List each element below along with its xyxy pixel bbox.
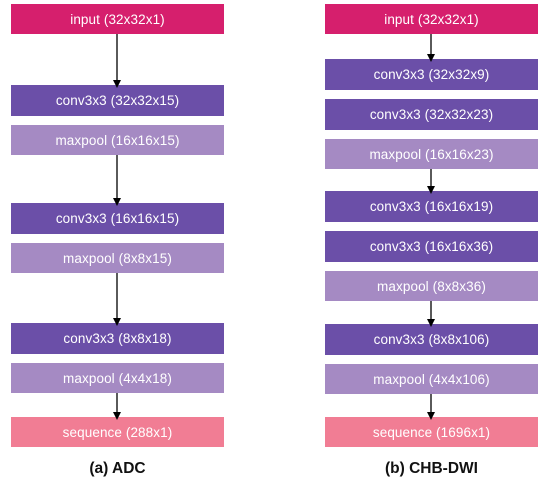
chb-dwi-conv3x3-block-5: conv3x3 (8x8x106) bbox=[325, 324, 538, 355]
chb-dwi-maxpool-block-3: maxpool (4x4x106) bbox=[325, 364, 538, 394]
chb-dwi-conv3x3-block-1: conv3x3 (32x32x9) bbox=[325, 59, 538, 90]
chb-dwi-input-block: input (32x32x1) bbox=[325, 4, 538, 34]
adc-maxpool-block-1: maxpool (16x16x15) bbox=[11, 125, 224, 155]
chb-dwi-sequence-block: sequence (1696x1) bbox=[325, 417, 538, 447]
adc-maxpool-block-3: maxpool (4x4x18) bbox=[11, 363, 224, 393]
adc-caption: (a) ADC bbox=[89, 460, 146, 477]
adc-sequence-block: sequence (288x1) bbox=[11, 417, 224, 447]
chb-dwi-caption: (b) CHB-DWI bbox=[385, 460, 478, 477]
adc-conv3x3-block-3: conv3x3 (8x8x18) bbox=[11, 323, 224, 354]
adc-conv3x3-block-2: conv3x3 (16x16x15) bbox=[11, 203, 224, 234]
chb-dwi-maxpool-block-2: maxpool (8x8x36) bbox=[325, 271, 538, 301]
chb-dwi-conv3x3-block-4: conv3x3 (16x16x36) bbox=[325, 231, 538, 262]
chb-dwi-maxpool-block-1: maxpool (16x16x23) bbox=[325, 139, 538, 169]
chb-dwi-conv3x3-block-3: conv3x3 (16x16x19) bbox=[325, 191, 538, 222]
adc-input-block: input (32x32x1) bbox=[11, 4, 224, 34]
chb-dwi-conv3x3-block-2: conv3x3 (32x32x23) bbox=[325, 99, 538, 130]
adc-conv3x3-block-1: conv3x3 (32x32x15) bbox=[11, 85, 224, 116]
adc-maxpool-block-2: maxpool (8x8x15) bbox=[11, 243, 224, 273]
